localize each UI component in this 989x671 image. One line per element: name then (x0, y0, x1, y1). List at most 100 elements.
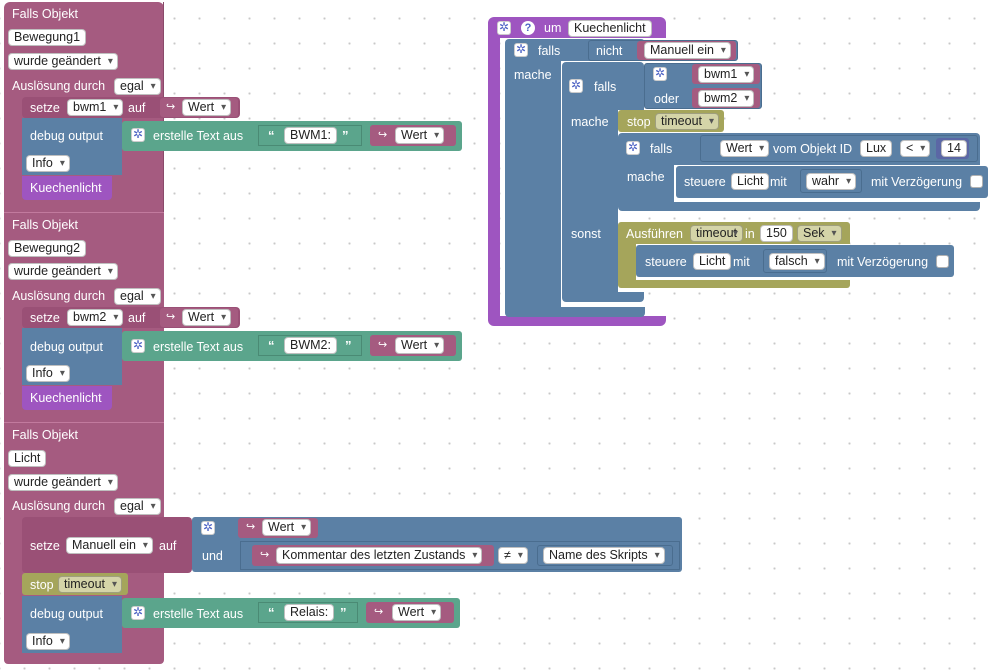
return-arrow-icon: ↪ (166, 311, 176, 323)
delay-checkbox[interactable] (970, 175, 983, 188)
script-name-dropdown[interactable]: Name des Skripts (543, 547, 665, 564)
open-quote-icon: “ (268, 128, 275, 143)
function-call-label: Kuechenlicht (30, 391, 102, 405)
stop-label: stop (627, 115, 651, 129)
text-create-label: erstelle Text aus (153, 607, 244, 621)
change-dropdown[interactable]: wurde geändert (8, 263, 118, 280)
text-field[interactable]: BWM1: (284, 127, 337, 144)
function-name-field[interactable]: Kuechenlicht (568, 20, 652, 37)
trigger-header: Falls Objekt (12, 7, 78, 21)
control-label: steuere (645, 255, 687, 269)
variable-dropdown[interactable]: bwm1 (67, 99, 124, 116)
delay-checkbox[interactable] (936, 255, 949, 268)
from-object-label: vom Objekt ID (773, 142, 853, 156)
to-label: auf (159, 539, 177, 553)
control-label: steuere (684, 175, 726, 189)
debug-label: debug output (30, 607, 103, 621)
set-label: setze (30, 539, 60, 553)
close-quote-icon: ” (342, 128, 349, 143)
variable-dropdown[interactable]: Manuell ein (66, 537, 153, 554)
timeout-dropdown[interactable]: timeout (655, 113, 719, 130)
trigger-dropdown[interactable]: egal (114, 78, 161, 95)
delay-label: mit Verzögerung (871, 175, 963, 189)
stop-label: stop (30, 578, 54, 592)
variable-dropdown[interactable]: Manuell ein (644, 42, 731, 59)
do-label: mache (571, 115, 609, 129)
trigger-dropdown[interactable]: egal (114, 288, 161, 305)
log-level-dropdown[interactable]: Info (26, 365, 70, 382)
to-label: auf (128, 101, 146, 115)
trigger-label: Auslösung durch (12, 79, 106, 93)
delay-label: mit Verzögerung (837, 255, 929, 269)
function-um-label: um (544, 21, 562, 35)
object-id-field[interactable]: Bewegung2 (8, 240, 87, 257)
seconds-field[interactable]: 150 (760, 225, 793, 242)
return-arrow-icon: ↪ (260, 549, 270, 561)
object-id-field[interactable]: Licht (8, 450, 47, 467)
object-id-field[interactable]: Bewegung1 (8, 29, 87, 46)
text-create-label: erstelle Text aus (153, 129, 244, 143)
trigger-label: Auslösung durch (12, 499, 106, 513)
operator-dropdown[interactable]: ≠ (498, 547, 528, 564)
if-label: falls (594, 80, 617, 94)
trigger-label: Auslösung durch (12, 289, 106, 303)
settings-icon[interactable] (131, 127, 145, 142)
help-icon[interactable]: ? (521, 21, 535, 35)
with-label: mit (733, 255, 750, 269)
value-dropdown[interactable]: Wert (395, 127, 445, 144)
debug-label: debug output (30, 129, 103, 143)
value-dropdown[interactable]: Wert (182, 309, 232, 326)
return-arrow-icon: ↪ (378, 129, 388, 141)
settings-icon[interactable] (131, 338, 145, 353)
set-label: setze (30, 311, 60, 325)
function-call-label: Kuechenlicht (30, 181, 102, 195)
timeout-dropdown[interactable]: timeout (58, 576, 122, 593)
value-dropdown[interactable]: Wert (395, 337, 445, 354)
log-level-dropdown[interactable]: Info (26, 633, 70, 650)
value-dropdown[interactable]: Wert (262, 519, 312, 536)
value-dropdown[interactable]: Wert (392, 604, 442, 621)
bool-dropdown[interactable]: falsch (769, 253, 825, 270)
unit-dropdown[interactable]: Sek (797, 225, 842, 242)
with-label: mit (770, 175, 787, 189)
not-label: nicht (596, 44, 623, 58)
settings-icon[interactable] (626, 140, 640, 155)
settings-icon[interactable] (514, 42, 528, 57)
text-field[interactable]: Relais: (284, 604, 335, 621)
settings-icon[interactable] (497, 20, 511, 35)
if-label: falls (650, 142, 673, 156)
set-label: setze (30, 101, 60, 115)
value-dropdown[interactable]: Wert (720, 140, 770, 157)
object-id-field[interactable]: Lux (860, 140, 893, 157)
function-call-block[interactable] (22, 386, 112, 410)
operator-dropdown[interactable]: < (900, 140, 931, 157)
variable-dropdown[interactable]: bwm2 (67, 309, 124, 326)
change-dropdown[interactable]: wurde geändert (8, 474, 118, 491)
value-dropdown[interactable]: Wert (182, 99, 232, 116)
number-field[interactable]: 14 (941, 140, 967, 157)
return-arrow-icon: ↪ (378, 339, 388, 351)
to-label: auf (128, 311, 146, 325)
bool-dropdown[interactable]: wahr (806, 173, 857, 190)
trigger-header: Falls Objekt (12, 218, 78, 232)
variable-dropdown[interactable]: bwm1 (698, 66, 755, 83)
else-label: sonst (571, 227, 601, 241)
change-dropdown[interactable]: wurde geändert (8, 53, 118, 70)
if-label: falls (538, 44, 561, 58)
function-call-block[interactable] (22, 176, 112, 200)
text-create-label: erstelle Text aus (153, 340, 244, 354)
text-field[interactable]: BWM2: (284, 337, 337, 354)
settings-icon[interactable] (653, 66, 667, 81)
or-label: oder (654, 92, 680, 106)
settings-icon[interactable] (569, 78, 583, 93)
settings-icon[interactable] (201, 520, 215, 535)
trigger-dropdown[interactable]: egal (114, 498, 161, 515)
variable-dropdown[interactable]: bwm2 (698, 90, 755, 107)
timeout-dropdown[interactable]: timeout (690, 225, 743, 242)
execute-label: Ausführen (626, 227, 683, 241)
settings-icon[interactable] (131, 605, 145, 620)
object-id-field[interactable]: Licht (731, 173, 770, 190)
log-level-dropdown[interactable]: Info (26, 155, 70, 172)
object-id-field[interactable]: Licht (693, 253, 732, 270)
comment-dropdown[interactable]: Kommentar des letzten Zustands (276, 547, 483, 564)
